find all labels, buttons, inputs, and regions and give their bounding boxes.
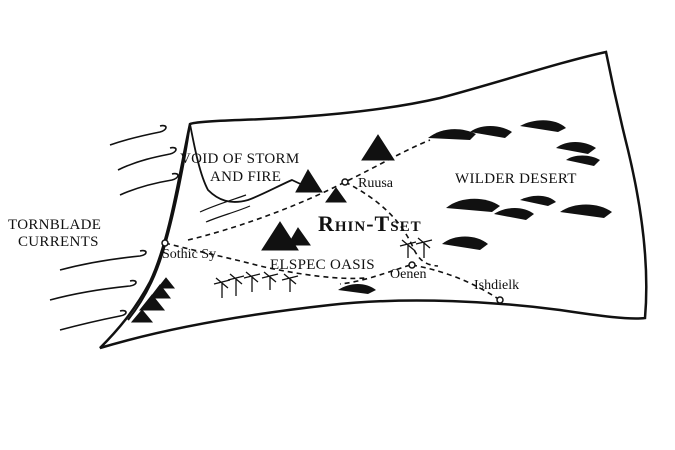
road (164, 139, 501, 301)
dune-icon (338, 120, 612, 294)
palm-tree-icon (213, 237, 433, 298)
region-tornblade-line2: CURRENTS (18, 234, 99, 250)
region-elspec-oasis: ELSPEC OASIS (270, 257, 375, 273)
region-void-line2: AND FIRE (210, 169, 282, 185)
town-sothic-sy: Sothic Sy (162, 247, 217, 262)
town-marker-icon (341, 178, 349, 186)
wind-swirl-icon (49, 124, 179, 331)
town-marker-icon (161, 239, 169, 247)
region-tornblade-line1: TORNBLADE (8, 217, 102, 233)
void-coast (189, 123, 319, 203)
void-coast-lower (199, 194, 251, 223)
land-outline (99, 50, 648, 350)
town-ishdielk: Ishdielk (474, 278, 520, 293)
region-wilder-desert: WILDER DESERT (455, 171, 577, 187)
map-title: Rhin-Tset (318, 211, 422, 236)
town-ruusa: Ruusa (358, 176, 393, 191)
mountain-icon (130, 134, 395, 323)
region-void-line1: VOID OF STORM (180, 151, 300, 167)
town-marker-icon (408, 261, 416, 269)
town-marker-icon (496, 296, 504, 304)
town-oenen: Oenen (390, 267, 427, 282)
